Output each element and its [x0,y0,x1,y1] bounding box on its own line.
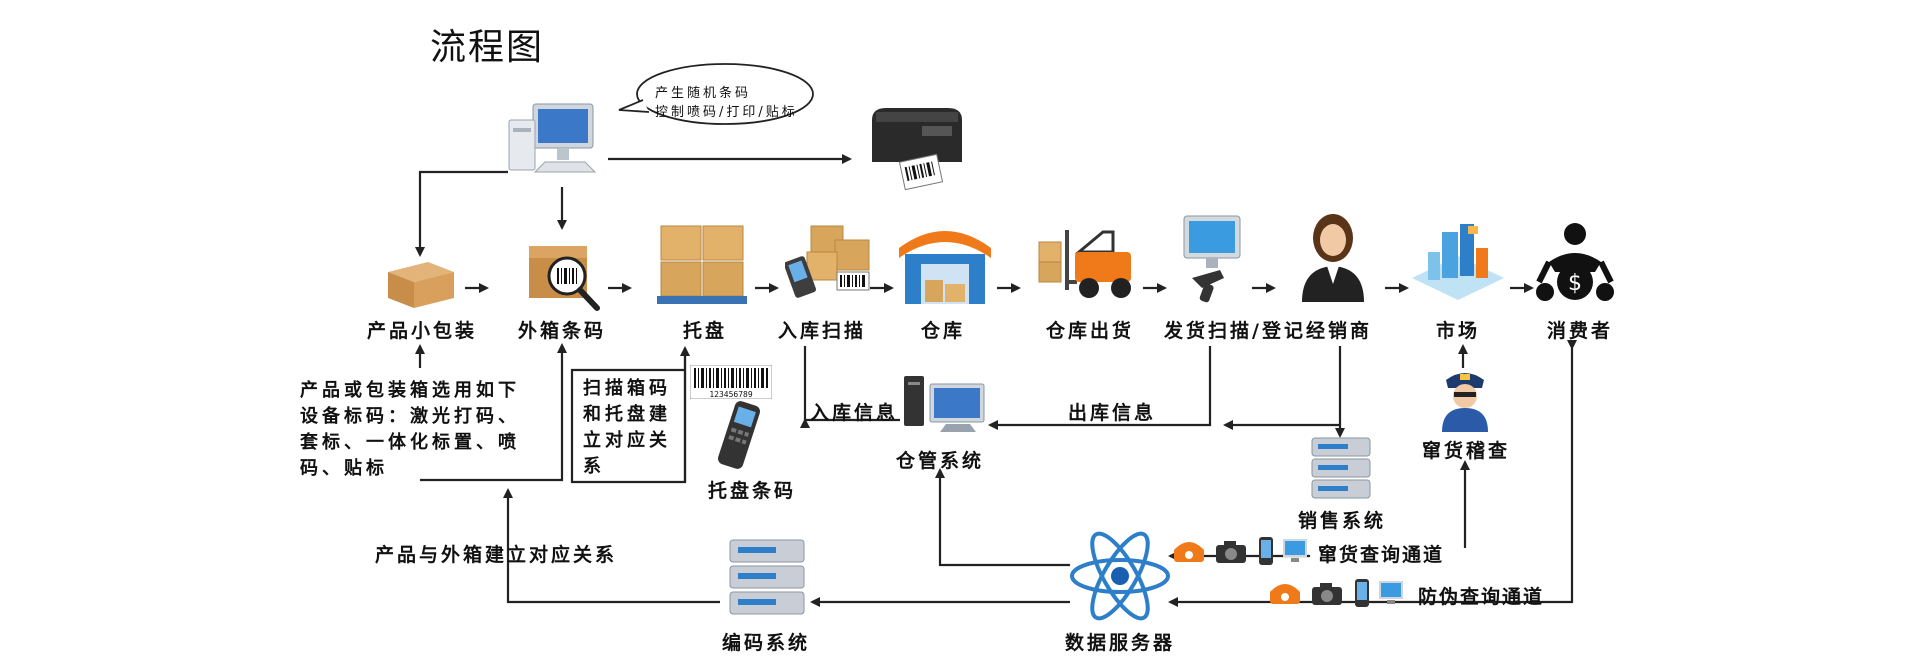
wms-computer-icon [904,376,985,432]
barcode-label-icon: 123456789 [690,365,772,399]
label-outbound-info: 出库信息 [1068,402,1157,424]
forklift-icon [1038,230,1131,298]
svg-text:$: $ [1568,271,1582,296]
pallet-boxes-icon [657,225,747,304]
cardboard-box-icon [388,262,454,308]
node-inbound-scan: 入库扫描 [777,320,867,342]
node-consumer: 消费者 [1546,320,1614,342]
label-channel-diversion: 窜货查询通道 [1318,544,1445,566]
label-wms: 仓管系统 [895,450,985,472]
mobile-phone-icon [1355,579,1369,607]
label-data-server: 数据服务器 [1064,632,1176,654]
node-warehouse: 仓库 [920,320,966,342]
camera-icon [1312,583,1342,605]
node-ship-scan: 发货扫描/登记经销商 [1164,320,1372,342]
phone-icon [1174,542,1204,562]
speech-bubble [618,63,814,125]
police-officer-icon [1442,373,1488,432]
printer-icon [872,108,962,190]
barcode-digits: 123456789 [709,390,753,399]
bubble-text: 产生随机条码 控制喷码/打印/贴标 [655,86,798,120]
arrow-consumer-anticounterfeit [1168,340,1577,607]
businesswoman-icon [1302,214,1364,302]
barcode-scanner-icon [1183,215,1241,303]
arrow-codingsystem-note [503,488,720,604]
city-market-icon [1412,224,1504,300]
arrow-note-outerbox [420,343,567,482]
warehouse-icon [899,231,991,304]
label-sales-system: 销售系统 [1297,510,1387,532]
label-pallet-code: 托盘条码 [707,480,797,502]
node-pallet: 托盘 [682,320,728,342]
scan-device-icon [785,225,870,298]
diagram-title: 流程图 [430,27,545,68]
node-outer-box-code: 外箱条码 [517,320,607,342]
note-scan-relation: 扫描箱码 和托盘建 立对应关 系 [583,378,671,477]
consumer-money-icon: $ [1536,223,1614,301]
label-inbound-info: 入库信息 [810,402,899,424]
coding-server-icon [729,539,805,615]
phone-icon [1270,584,1300,604]
camera-icon [1216,541,1246,563]
computer-icon [508,103,597,173]
note-product-box-relation: 产品与外箱建立对应关系 [375,544,618,566]
barcode-magnifier-icon [529,246,600,311]
label-coding-system: 编码系统 [721,632,811,654]
node-warehouse-out: 仓库出货 [1045,320,1135,342]
arrow-computer-productpack [415,170,508,257]
atom-server-icon [1070,531,1170,621]
monitor-icon [1283,539,1307,562]
handheld-scanner-icon [717,401,761,469]
label-inspection: 窜货稽查 [1421,440,1511,462]
node-market: 市场 [1435,320,1481,342]
node-product-pack: 产品小包装 [366,320,478,342]
arrow-server-wms [935,468,1070,567]
mobile-phone-icon [1259,537,1273,565]
note-device-coding: 产品或包装箱选用如下 设备标码：激光打码、 套标、一体化标置、喷 码、贴标 [300,380,520,479]
sales-server-icon [1311,437,1371,499]
label-channel-anticounterfeit: 防伪查询通道 [1418,586,1545,608]
monitor-icon [1379,581,1403,604]
